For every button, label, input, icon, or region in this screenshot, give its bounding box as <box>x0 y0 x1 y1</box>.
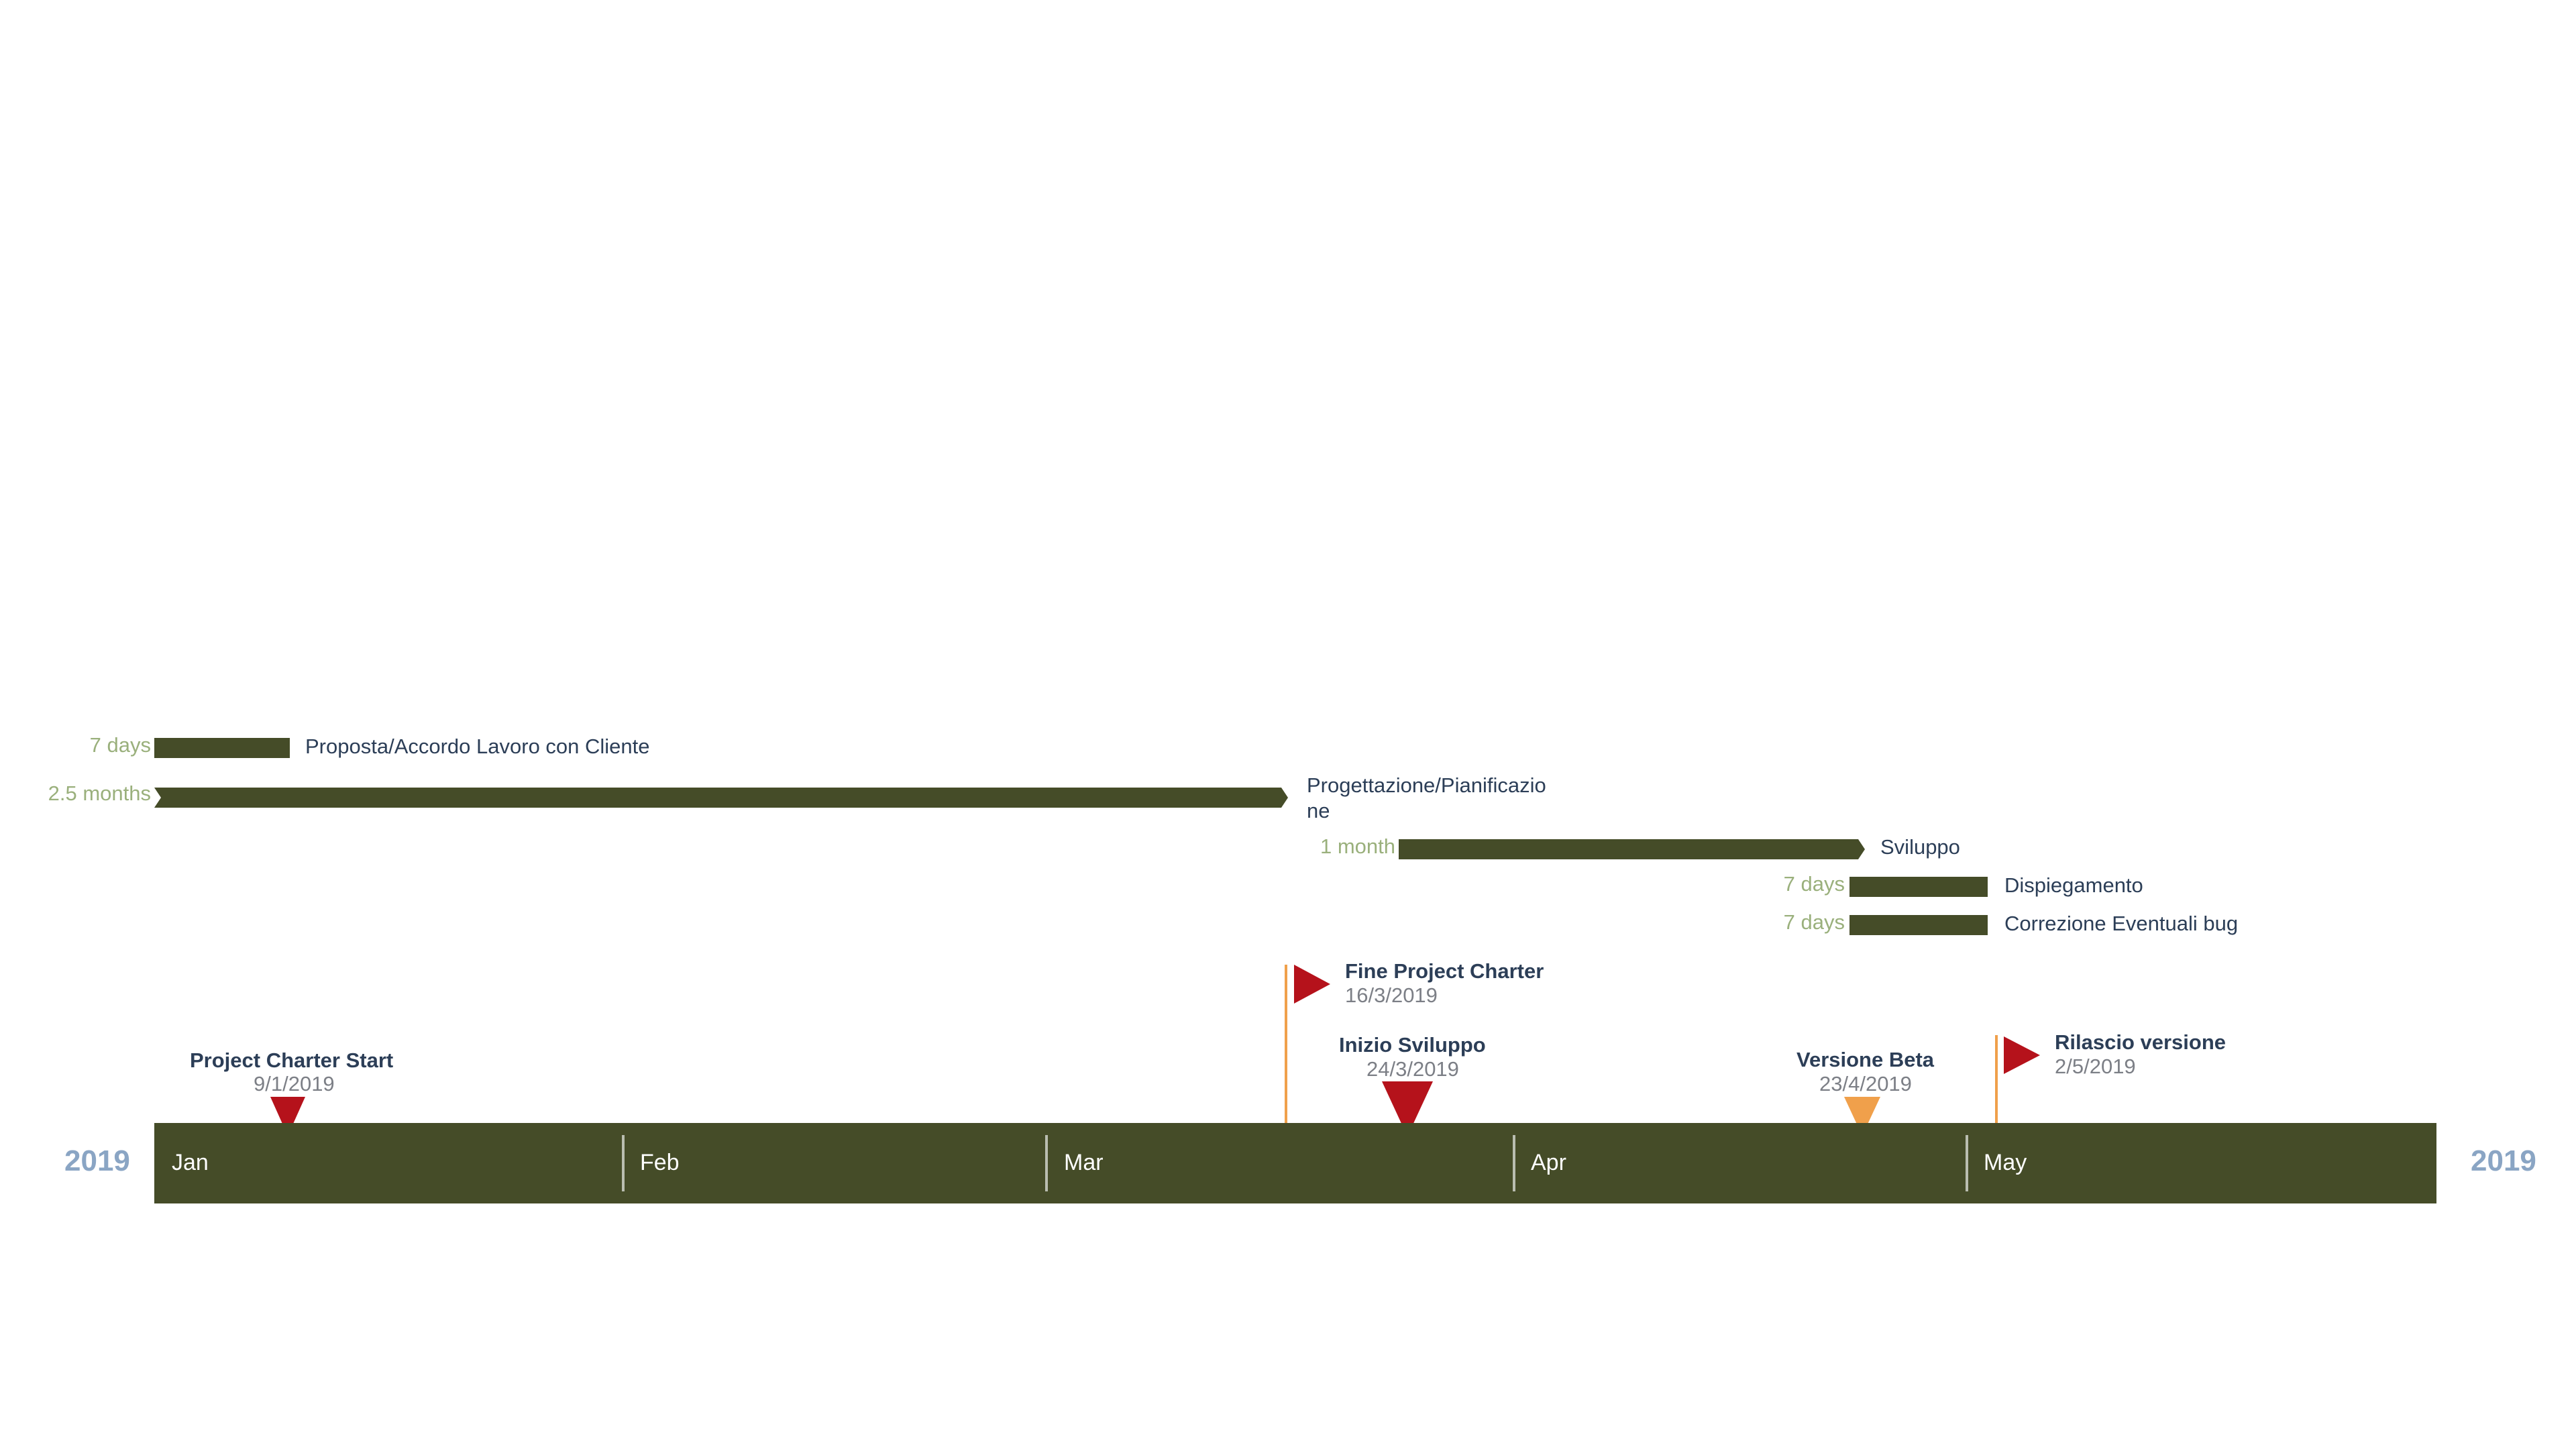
task-bar[interactable] <box>1849 915 1988 935</box>
task-label: Proposta/Accordo Lavoro con Cliente <box>305 735 650 758</box>
triangle-down-icon <box>1844 1097 1880 1136</box>
month-label-mar: Mar <box>1064 1150 1104 1175</box>
year-label-right: 2019 <box>2471 1144 2536 1177</box>
milestone-date: 24/3/2019 <box>1366 1057 1459 1081</box>
task-duration: 7 days <box>1783 872 1845 896</box>
task-label: Dispiegamento <box>2004 873 2143 897</box>
task-duration: 7 days <box>89 733 151 757</box>
flag-icon <box>1294 965 1330 1004</box>
task-label: Progettazione/Pianificazio ne <box>1307 773 1546 822</box>
task-bar[interactable] <box>1849 877 1988 897</box>
milestone-title: Fine Project Charter <box>1345 959 1544 983</box>
task-bar[interactable] <box>154 788 1288 808</box>
milestone-line <box>1995 1035 1998 1123</box>
timeline-band: Jan Feb Mar Apr May <box>154 1123 2436 1203</box>
month-divider <box>1045 1135 1048 1191</box>
month-divider <box>622 1135 625 1191</box>
milestone-title: Versione Beta <box>1796 1048 1935 1071</box>
month-divider <box>1966 1135 1968 1191</box>
triangle-down-icon <box>1382 1081 1433 1136</box>
milestone-title: Rilascio versione <box>2055 1030 2226 1054</box>
task-bar[interactable] <box>1399 839 1865 859</box>
milestone-date: 9/1/2019 <box>254 1072 335 1095</box>
task-duration: 1 month <box>1320 835 1395 858</box>
flag-icon <box>2004 1036 2040 1074</box>
milestone-date: 16/3/2019 <box>1345 983 1438 1007</box>
milestone-date: 2/5/2019 <box>2055 1055 2136 1078</box>
milestone-line <box>1285 965 1287 1123</box>
milestone-title: Inizio Sviluppo <box>1339 1033 1486 1057</box>
task-duration: 7 days <box>1783 910 1845 934</box>
task-label: Correzione Eventuali bug <box>2004 912 2239 935</box>
task-label: Sviluppo <box>1880 835 1960 859</box>
month-label-apr: Apr <box>1531 1150 1566 1175</box>
year-label-left: 2019 <box>64 1144 130 1177</box>
task-duration: 2.5 months <box>48 782 151 805</box>
month-label-jan: Jan <box>172 1150 209 1175</box>
milestone-date: 23/4/2019 <box>1819 1072 1912 1095</box>
milestone-title: Project Charter Start <box>190 1049 394 1072</box>
month-divider <box>1513 1135 1515 1191</box>
month-label-feb: Feb <box>640 1150 680 1175</box>
triangle-down-icon <box>270 1097 305 1136</box>
month-label-may: May <box>1984 1150 2027 1175</box>
task-bar[interactable] <box>154 738 290 758</box>
